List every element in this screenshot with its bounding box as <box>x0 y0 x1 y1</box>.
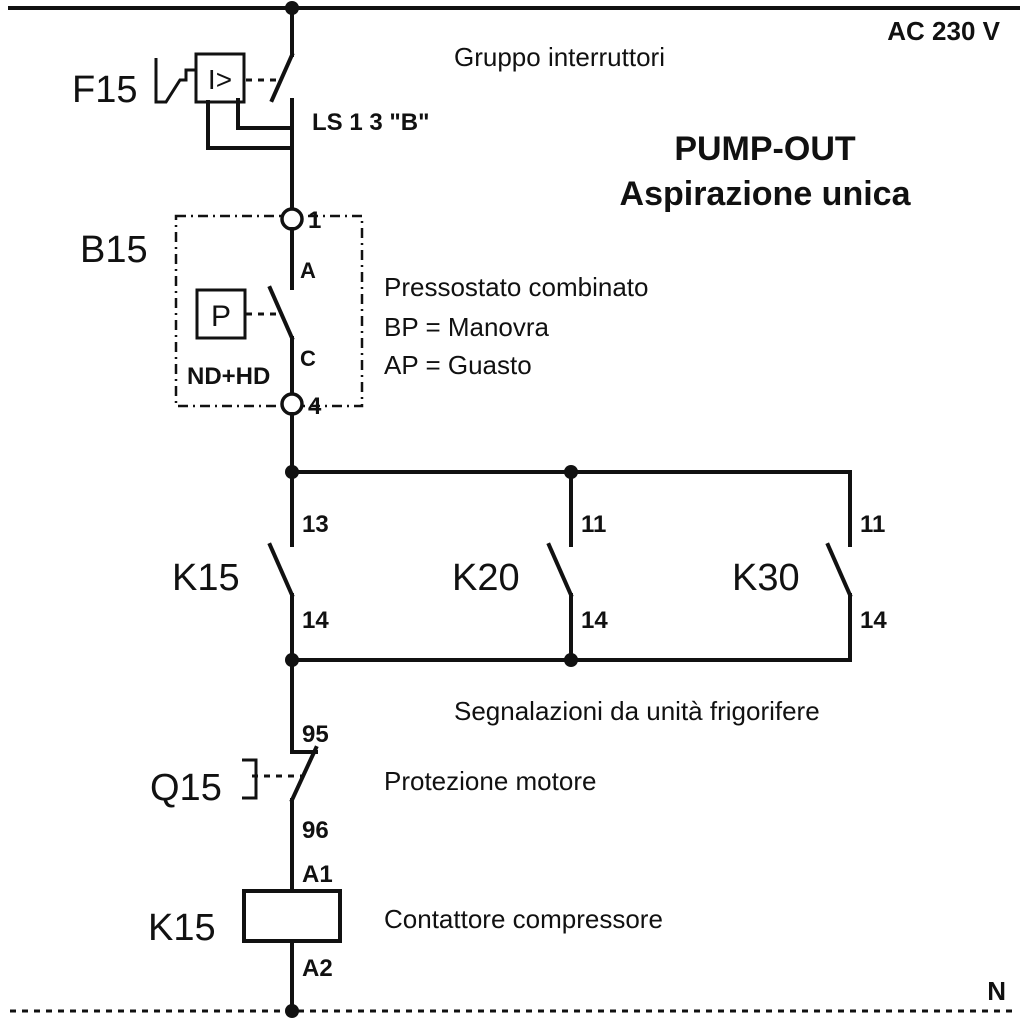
pressostat-terminal-1 <box>280 207 304 231</box>
pressostat-terminal-bottom-label: 4 <box>308 393 322 420</box>
contact-k15-tag: K15 <box>172 557 240 599</box>
pressostat-enclosure <box>174 214 364 408</box>
breaker-symbol: I> <box>208 64 232 95</box>
coil-k15 <box>242 889 342 1013</box>
title-line1: PUMP-OUT <box>674 130 856 168</box>
contacts-description: Segnalazioni da unità frigorifere <box>454 696 820 726</box>
contact-k30 <box>825 470 853 662</box>
motor-protection-description: Protezione motore <box>384 766 596 796</box>
contact-k20-top: 11 <box>581 511 606 538</box>
pressostat-symbol: P <box>211 300 231 333</box>
pressostat-description-1: Pressostato combinato <box>384 272 648 302</box>
contact-k15-bottom: 14 <box>302 607 329 634</box>
contact-k30-bottom: 14 <box>860 607 887 634</box>
pressostat-description-2: BP = Manovra <box>384 312 550 342</box>
coil-bottom: A2 <box>302 955 333 982</box>
motor-protection-q15 <box>242 658 319 892</box>
neutral-label: N <box>987 976 1006 1006</box>
pressostat-terminal-4 <box>280 392 304 416</box>
contact-k15 <box>267 470 295 662</box>
contact-k20-tag: K20 <box>452 557 520 599</box>
breaker-trip-box <box>194 52 246 104</box>
coil-tag: K15 <box>148 907 216 949</box>
pressostat-sensor-box <box>195 288 247 340</box>
pressostat-type: ND+HD <box>187 363 270 390</box>
breaker-f15: I> <box>154 6 295 210</box>
coil-top: A1 <box>302 861 333 888</box>
pressostat-tag: B15 <box>80 229 148 271</box>
pressostat-b15: P <box>174 207 364 474</box>
motor-protection-bottom: 96 <box>302 817 329 844</box>
supply-voltage-label: AC 230 V <box>887 16 1000 46</box>
contact-k20-bottom: 14 <box>581 607 608 634</box>
breaker-tag: F15 <box>72 69 137 111</box>
contact-k30-top: 11 <box>860 511 885 538</box>
pressostat-contact-bottom-label: C <box>300 346 316 371</box>
breaker-rating: LS 1 3 "B" <box>312 109 429 136</box>
breaker-description: Gruppo interruttori <box>454 42 665 72</box>
pressostat-contact-top-label: A <box>300 258 316 283</box>
breaker-thermal-icon <box>154 58 196 104</box>
pressostat-description-3: AP = Guasto <box>384 350 532 380</box>
motor-protection-top: 95 <box>302 721 329 748</box>
parallel-contacts <box>267 465 853 667</box>
motor-protection-thermal-icon <box>242 758 258 800</box>
motor-protection-tag: Q15 <box>150 767 222 809</box>
coil-body <box>242 889 342 943</box>
pressostat-terminal-top-label: 1 <box>308 207 321 234</box>
contact-k15-top: 13 <box>302 511 329 538</box>
contact-k20 <box>546 470 574 662</box>
coil-description: Contattore compressore <box>384 904 663 934</box>
title-line2: Aspirazione unica <box>620 175 912 213</box>
contact-k30-tag: K30 <box>732 557 800 599</box>
